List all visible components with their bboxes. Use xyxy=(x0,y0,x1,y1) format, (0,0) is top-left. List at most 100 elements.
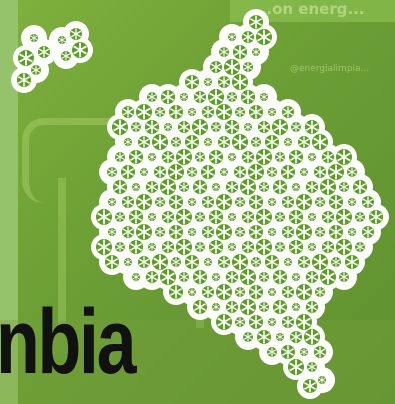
solar-panel-wheel-icon xyxy=(31,65,41,75)
solar-panel-wheel-icon xyxy=(186,106,198,118)
solar-panel-wheel-icon xyxy=(353,180,367,194)
solar-panel-wheel-icon xyxy=(240,269,256,285)
solar-panel-wheel-icon xyxy=(152,254,168,270)
solar-panel-wheel-icon xyxy=(232,74,248,90)
solar-panel-wheel-icon xyxy=(208,89,224,105)
solar-panel-wheel-icon xyxy=(169,225,183,239)
solar-panel-wheel-icon xyxy=(146,211,158,223)
solar-panel-wheel-icon xyxy=(259,302,269,312)
solar-panel-wheel-icon xyxy=(241,90,255,104)
solar-panel-wheel-icon xyxy=(193,300,207,314)
solar-panel-wheel-icon xyxy=(267,167,277,177)
solar-panel-wheel-icon xyxy=(282,136,294,148)
solar-panel-wheel-icon xyxy=(257,330,271,344)
solar-panel-wheel-icon xyxy=(195,242,205,252)
solar-panel-wheel-icon xyxy=(218,136,230,148)
solar-panel-wheel-icon xyxy=(265,135,279,149)
solar-panel-wheel-icon xyxy=(122,256,134,268)
solar-panel-wheel-icon xyxy=(130,271,142,283)
solar-panel-wheel-icon xyxy=(329,195,343,209)
solar-panel-wheel-icon xyxy=(331,257,341,267)
solar-panel-wheel-icon xyxy=(362,226,374,238)
solar-panel-wheel-icon xyxy=(232,254,248,270)
solar-panel-wheel-icon xyxy=(235,227,245,237)
solar-panel-wheel-icon xyxy=(155,197,165,207)
solar-panel-wheel-icon xyxy=(251,257,261,267)
solar-panel-wheel-icon xyxy=(281,165,295,179)
solar-panel-wheel-icon xyxy=(96,239,112,255)
solar-panel-wheel-icon xyxy=(339,182,349,192)
solar-panel-wheel-icon xyxy=(336,149,352,165)
solar-panel-wheel-icon xyxy=(185,75,199,89)
solar-panel-wheel-icon xyxy=(202,256,214,268)
solar-panel-wheel-icon xyxy=(179,182,189,192)
solar-panel-wheel-icon xyxy=(193,180,207,194)
solar-panel-wheel-icon xyxy=(122,136,134,148)
solar-panel-wheel-icon xyxy=(322,241,334,253)
solar-panel-wheel-icon xyxy=(291,122,301,132)
solar-panel-wheel-icon xyxy=(202,226,214,238)
solar-panel-wheel-icon xyxy=(296,314,312,330)
solar-panel-wheel-icon xyxy=(216,314,232,330)
solar-panel-wheel-icon xyxy=(106,196,118,208)
solar-panel-wheel-icon xyxy=(210,181,222,193)
solar-panel-wheel-icon xyxy=(289,240,303,254)
solar-panel-wheel-icon xyxy=(179,272,189,282)
solar-panel-wheel-icon xyxy=(138,256,150,268)
solar-panel-wheel-icon xyxy=(112,119,128,135)
solar-panel-wheel-icon xyxy=(266,226,278,238)
solar-panel-wheel-icon xyxy=(266,196,278,208)
solar-panel-wheel-icon xyxy=(187,167,197,177)
solar-panel-wheel-icon xyxy=(243,332,253,342)
solar-panel-wheel-icon xyxy=(17,73,31,87)
solar-panel-wheel-icon xyxy=(289,150,303,164)
solar-panel-wheel-icon xyxy=(176,239,192,255)
solar-panel-wheel-icon xyxy=(227,92,237,102)
solar-panel-wheel-icon xyxy=(185,135,199,149)
solar-panel-wheel-icon xyxy=(322,211,334,223)
solar-panel-wheel-icon xyxy=(249,195,263,209)
solar-panel-wheel-icon xyxy=(130,181,142,193)
solar-panel-wheel-icon xyxy=(70,28,82,40)
solar-panel-wheel-icon xyxy=(146,241,158,253)
solar-panel-wheel-icon xyxy=(160,179,176,195)
solar-panel-wheel-icon xyxy=(115,212,125,222)
solar-panel-wheel-icon xyxy=(202,136,214,148)
solar-panel-wheel-icon xyxy=(303,379,317,393)
solar-panel-wheel-icon xyxy=(274,331,286,343)
solar-panel-wheel-icon xyxy=(242,211,254,223)
solar-panel-wheel-icon xyxy=(355,242,365,252)
solar-panel-wheel-icon xyxy=(201,165,215,179)
solar-panel-wheel-icon xyxy=(240,179,256,195)
solar-panel-wheel-icon xyxy=(256,239,272,255)
solar-panel-wheel-icon xyxy=(249,15,263,29)
solar-panel-wheel-icon xyxy=(210,271,222,283)
solar-panel-wheel-icon xyxy=(234,166,246,178)
solar-panel-wheel-icon xyxy=(195,152,205,162)
solar-panel-wheel-icon xyxy=(113,180,127,194)
solar-panel-wheel-icon xyxy=(138,136,150,148)
solar-panel-wheel-icon xyxy=(218,256,230,268)
solar-panel-wheel-icon xyxy=(72,42,88,58)
solar-panel-wheel-icon xyxy=(202,286,214,298)
solar-panel-wheel-icon xyxy=(282,226,294,238)
solar-panel-wheel-icon xyxy=(226,241,238,253)
solar-panel-wheel-icon xyxy=(248,164,264,180)
solar-panel-wheel-icon xyxy=(121,165,135,179)
solar-panel-wheel-icon xyxy=(235,107,245,117)
solar-panel-wheel-icon xyxy=(209,150,223,164)
solar-panel-wheel-icon xyxy=(195,212,205,222)
solar-panel-wheel-icon xyxy=(305,120,319,134)
solar-panel-wheel-icon xyxy=(315,287,325,297)
solar-panel-wheel-icon xyxy=(235,287,245,297)
solar-panel-wheel-icon xyxy=(106,226,118,238)
solar-panel-wheel-icon xyxy=(162,241,174,253)
solar-panel-wheel-icon xyxy=(209,240,223,254)
solar-panel-wheel-icon xyxy=(162,211,174,223)
solar-panel-wheel-icon xyxy=(136,224,152,240)
solar-panel-wheel-icon xyxy=(216,224,232,240)
solar-panel-wheel-icon xyxy=(194,91,206,103)
solar-panel-wheel-icon xyxy=(306,181,318,193)
solar-panel-wheel-icon xyxy=(329,225,343,239)
